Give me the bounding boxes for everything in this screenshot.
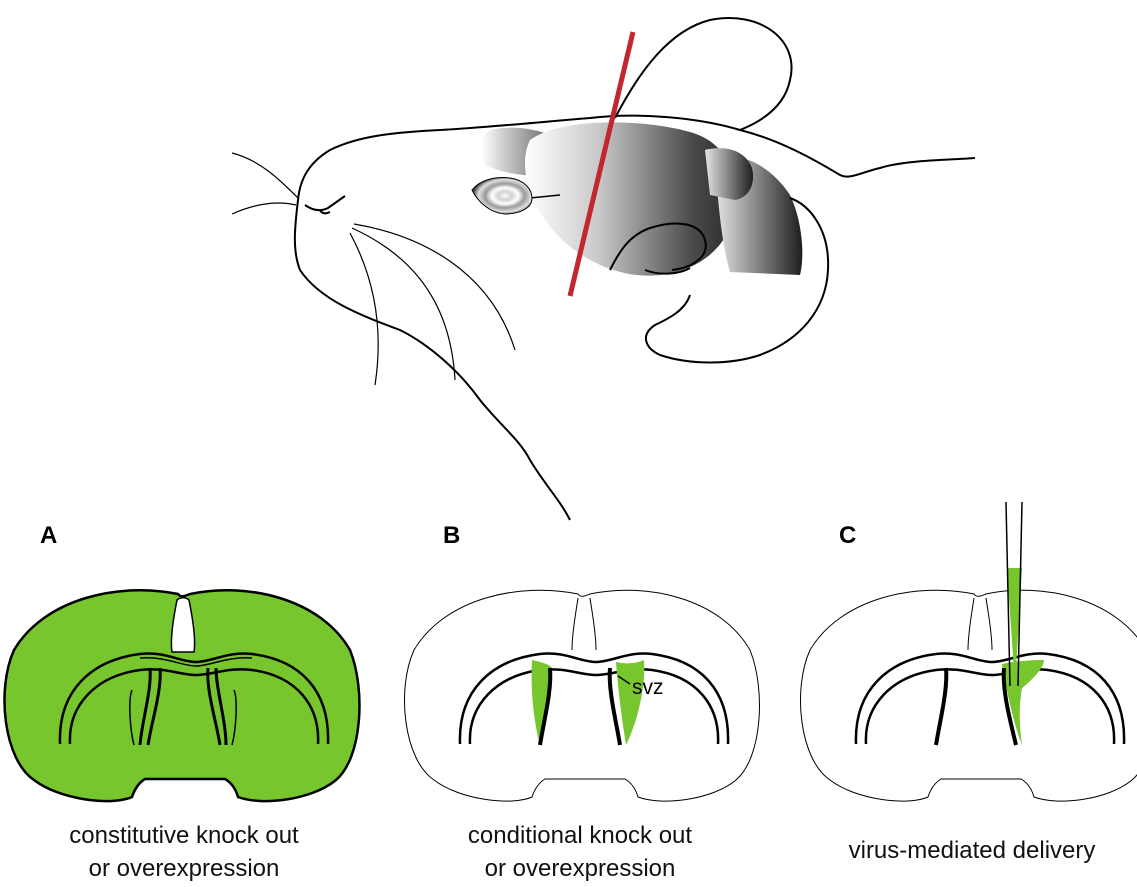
- panel-a-caption-line1: constitutive knock out: [69, 822, 299, 849]
- panel-c-caption-line1: virus-mediated delivery: [849, 837, 1096, 864]
- mouse-ear: [615, 18, 792, 130]
- panel-a-letter: A: [40, 522, 57, 549]
- panel-b-letter: B: [443, 522, 460, 549]
- panel-b: B svz conditional knock out or overexpre…: [404, 522, 759, 882]
- svz-label: svz: [632, 676, 664, 699]
- mouse-head-illustration: [232, 18, 975, 520]
- panel-c: C virus-mediated delivery: [800, 502, 1137, 864]
- panel-a-caption-line2: or overexpression: [89, 855, 280, 882]
- panel-a: A constitutive knock out or overexpressi…: [4, 522, 359, 882]
- midbrain: [705, 148, 753, 200]
- panel-b-caption-line1: conditional knock out: [468, 822, 692, 849]
- panel-c-letter: C: [839, 522, 856, 549]
- eye: [472, 178, 532, 215]
- whiskers: [232, 153, 515, 385]
- mouth: [305, 196, 345, 213]
- panel-b-caption-line2: or overexpression: [485, 855, 676, 882]
- coronal-section-a: [4, 590, 359, 801]
- coronal-section-b: svz: [404, 590, 759, 801]
